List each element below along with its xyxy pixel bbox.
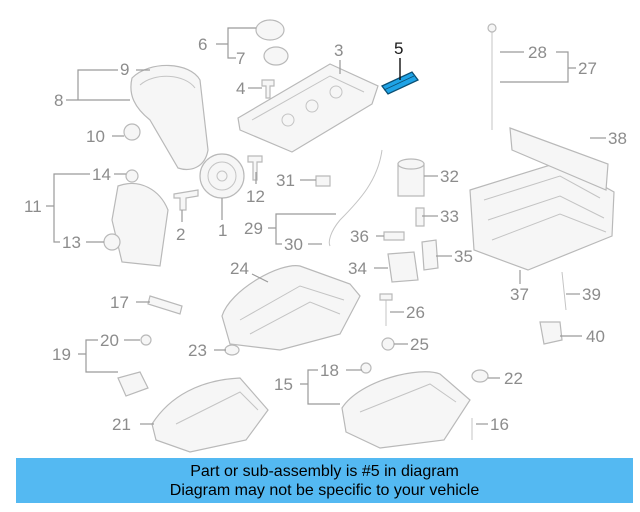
- callout-33[interactable]: 33: [440, 207, 459, 226]
- callout-29[interactable]: 29: [244, 219, 263, 238]
- banner-line-disclaimer: Diagram may not be specific to your vehi…: [169, 481, 480, 499]
- callout-34[interactable]: 34: [348, 259, 367, 278]
- callout-7[interactable]: 7: [236, 49, 245, 68]
- callout-4[interactable]: 4: [236, 79, 245, 98]
- callout-11[interactable]: 11: [24, 197, 42, 216]
- callout-18[interactable]: 18: [320, 361, 339, 380]
- callout-labels: 6 7 9 8 10 3 4 5 14 11 13 12 1 2 28 27 3…: [24, 35, 627, 434]
- banner-line-part-info: Part or sub-assembly is #5 in diagram: [190, 462, 459, 480]
- callout-35[interactable]: 35: [454, 247, 473, 266]
- callout-24[interactable]: 24: [230, 259, 249, 278]
- callout-25[interactable]: 25: [410, 335, 429, 354]
- callout-5[interactable]: 5: [394, 39, 403, 58]
- callout-17[interactable]: 17: [110, 293, 129, 312]
- part-5-highlight[interactable]: [380, 71, 420, 95]
- leader-lines: [46, 27, 606, 425]
- callout-30[interactable]: 30: [284, 235, 303, 254]
- callout-32[interactable]: 32: [440, 167, 459, 186]
- callout-8[interactable]: 8: [54, 91, 63, 110]
- callout-15[interactable]: 15: [274, 375, 293, 394]
- callout-2[interactable]: 2: [176, 225, 185, 244]
- callout-38[interactable]: 38: [608, 129, 627, 148]
- callout-31[interactable]: 31: [276, 171, 295, 190]
- callout-19[interactable]: 19: [52, 345, 71, 364]
- callout-26[interactable]: 26: [406, 303, 425, 322]
- callout-10[interactable]: 10: [86, 127, 105, 146]
- info-banner: Part or sub-assembly is #5 in diagram Di…: [16, 458, 633, 503]
- callout-39[interactable]: 39: [582, 285, 601, 304]
- callout-37[interactable]: 37: [510, 285, 529, 304]
- callout-3[interactable]: 3: [334, 41, 343, 60]
- part-drawings: [103, 19, 615, 453]
- callout-12[interactable]: 12: [246, 187, 265, 206]
- callout-16[interactable]: 16: [490, 415, 509, 434]
- callout-22[interactable]: 22: [504, 369, 523, 388]
- callout-40[interactable]: 40: [586, 327, 605, 346]
- callout-27[interactable]: 27: [578, 59, 597, 78]
- callout-36[interactable]: 36: [350, 227, 369, 246]
- callout-21[interactable]: 21: [112, 415, 131, 434]
- callout-23[interactable]: 23: [188, 341, 207, 360]
- callout-9[interactable]: 9: [120, 60, 129, 79]
- callout-1[interactable]: 1: [218, 221, 227, 240]
- callout-6[interactable]: 6: [198, 35, 207, 54]
- callout-28[interactable]: 28: [528, 43, 547, 62]
- callout-13[interactable]: 13: [62, 233, 81, 252]
- callout-20[interactable]: 20: [100, 331, 119, 350]
- callout-14[interactable]: 14: [92, 165, 111, 184]
